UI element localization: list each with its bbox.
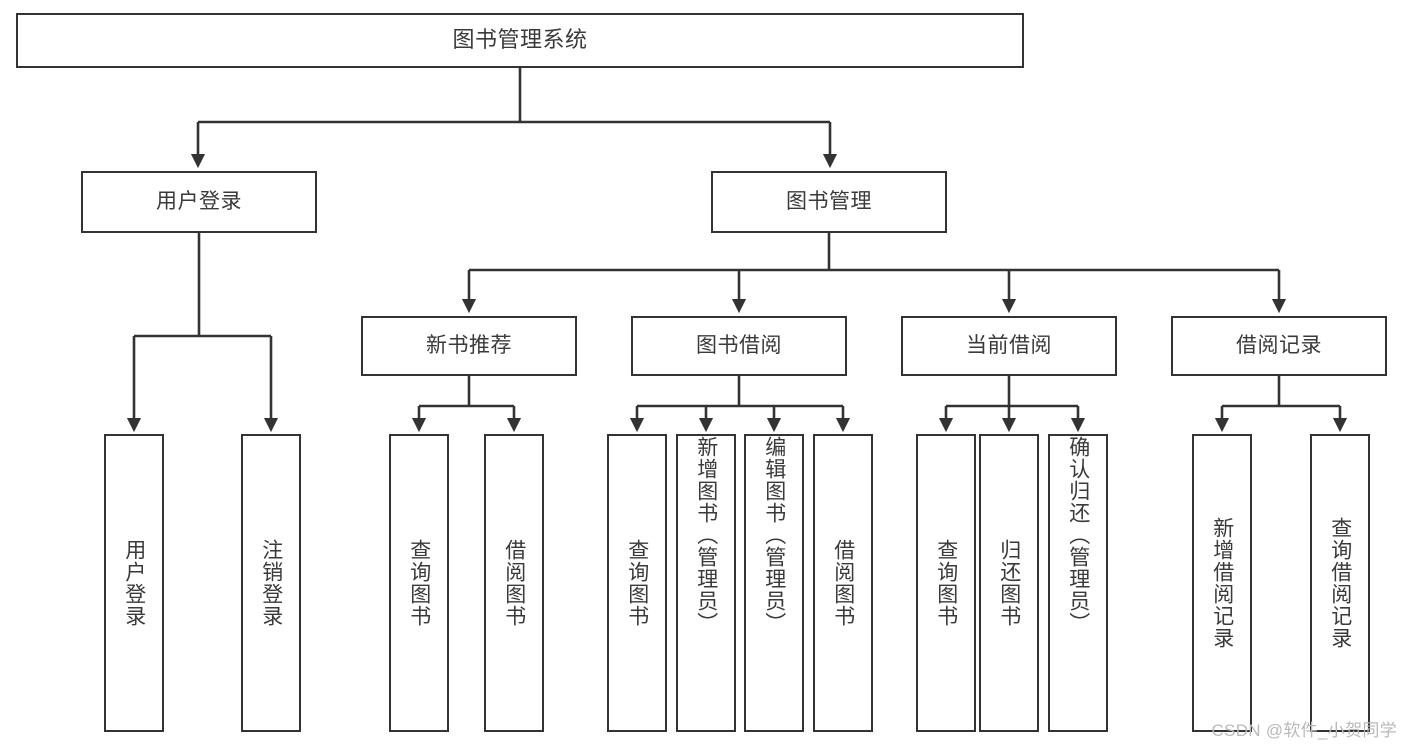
node-leaf-query-borrow-record[interactable]: 查询借阅记录 bbox=[1310, 434, 1370, 732]
node-label: 查询借阅记录 bbox=[1328, 517, 1352, 649]
node-label: 借阅图书 bbox=[502, 539, 526, 627]
node-label: 查询图书 bbox=[625, 539, 649, 627]
node-new-book-recommend[interactable]: 新书推荐 bbox=[361, 316, 577, 376]
node-user-login[interactable]: 用户登录 bbox=[81, 171, 317, 233]
node-label: 图书管理系统 bbox=[452, 27, 588, 53]
node-leaf-edit-book-admin[interactable]: 编辑图书（管理员） bbox=[744, 434, 804, 732]
node-label: 新增图书（管理员） bbox=[694, 436, 718, 634]
csdn-watermark: CSDN @软件_小贺同学 bbox=[1211, 721, 1397, 740]
node-label: 用户登录 bbox=[156, 190, 242, 214]
node-leaf-add-book-admin[interactable]: 新增图书（管理员） bbox=[676, 434, 736, 732]
node-leaf-borrow-book[interactable]: 借阅图书 bbox=[813, 434, 873, 732]
node-label: 新书推荐 bbox=[426, 334, 512, 358]
node-label: 新增借阅记录 bbox=[1210, 517, 1234, 649]
node-label: 借阅记录 bbox=[1236, 334, 1322, 358]
node-label: 归还图书 bbox=[997, 539, 1021, 627]
node-label: 编辑图书（管理员） bbox=[762, 436, 786, 634]
node-leaf-query-book-current[interactable]: 查询图书 bbox=[916, 434, 976, 732]
node-book-management[interactable]: 图书管理 bbox=[711, 171, 947, 233]
node-leaf-borrow-book-recommend[interactable]: 借阅图书 bbox=[484, 434, 544, 732]
node-leaf-confirm-return-admin[interactable]: 确认归还（管理员） bbox=[1048, 434, 1108, 732]
node-borrow-record[interactable]: 借阅记录 bbox=[1171, 316, 1387, 376]
node-leaf-user-login[interactable]: 用户登录 bbox=[104, 434, 164, 732]
node-label: 查询图书 bbox=[934, 539, 958, 627]
node-leaf-query-book-recommend[interactable]: 查询图书 bbox=[389, 434, 449, 732]
node-leaf-query-book-borrow[interactable]: 查询图书 bbox=[607, 434, 667, 732]
node-current-borrow[interactable]: 当前借阅 bbox=[901, 316, 1117, 376]
node-root-book-management-system[interactable]: 图书管理系统 bbox=[16, 13, 1024, 68]
node-leaf-add-borrow-record[interactable]: 新增借阅记录 bbox=[1192, 434, 1252, 732]
node-leaf-return-book[interactable]: 归还图书 bbox=[979, 434, 1039, 732]
node-label: 注销登录 bbox=[259, 539, 283, 627]
node-label: 确认归还（管理员） bbox=[1066, 436, 1090, 634]
node-label: 查询图书 bbox=[407, 539, 431, 627]
node-label: 用户登录 bbox=[122, 539, 146, 627]
node-leaf-logout[interactable]: 注销登录 bbox=[241, 434, 301, 732]
node-label: 图书管理 bbox=[786, 190, 872, 214]
node-book-borrow[interactable]: 图书借阅 bbox=[631, 316, 847, 376]
node-label: 图书借阅 bbox=[696, 334, 782, 358]
node-label: 当前借阅 bbox=[966, 334, 1052, 358]
node-label: 借阅图书 bbox=[831, 539, 855, 627]
